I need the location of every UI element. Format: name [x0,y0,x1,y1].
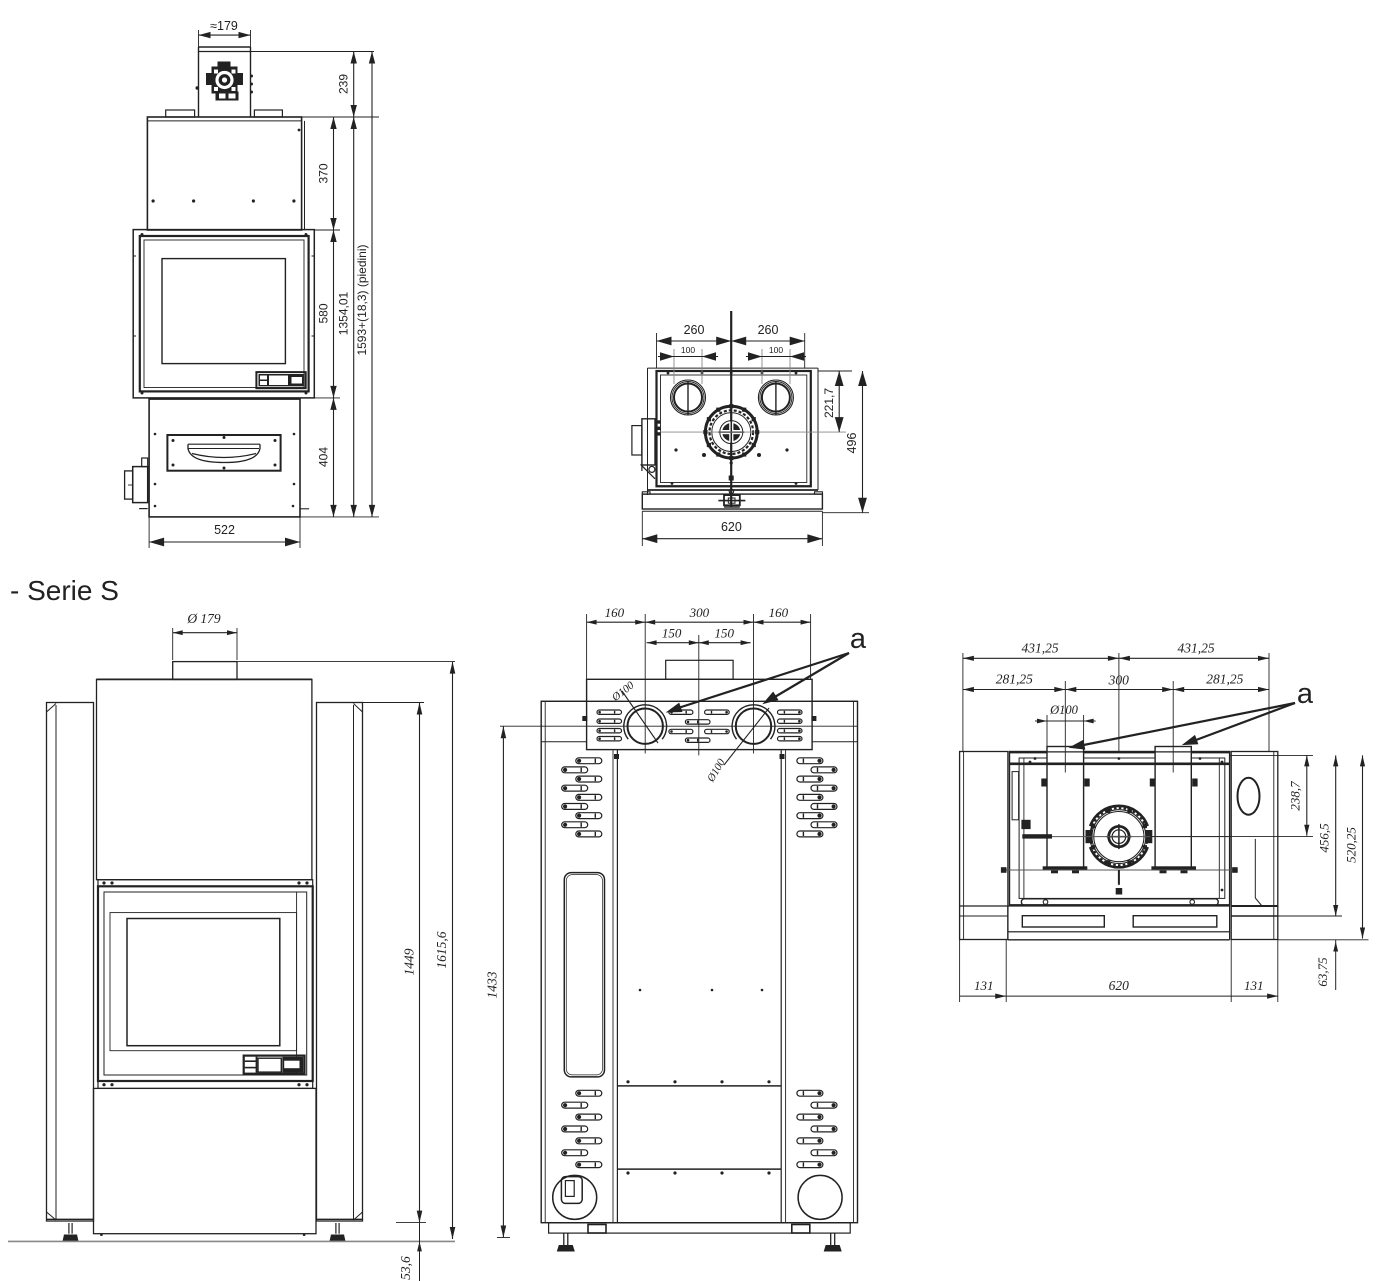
svg-text:496: 496 [845,433,859,454]
svg-text:281,25: 281,25 [996,672,1033,687]
svg-text:281,25: 281,25 [1206,672,1243,687]
svg-text:Ø 179: Ø 179 [186,611,221,626]
svg-text:260: 260 [684,323,705,337]
svg-text:≈179: ≈179 [210,19,238,33]
svg-text:522: 522 [214,523,235,537]
svg-text:150: 150 [715,625,735,640]
svg-text:456,5: 456,5 [1317,823,1332,853]
svg-text:221,7: 221,7 [822,388,836,418]
svg-text:260: 260 [758,323,779,337]
svg-text:150: 150 [662,625,682,640]
svg-text:300: 300 [1108,673,1130,688]
svg-text:100: 100 [681,345,695,355]
svg-text:Ø100: Ø100 [1049,703,1079,717]
svg-text:580: 580 [317,303,331,323]
svg-text:53,6: 53,6 [398,1256,413,1280]
svg-text:1615,6: 1615,6 [434,931,449,968]
svg-text:160: 160 [605,605,625,620]
svg-text:239: 239 [337,74,351,94]
svg-text:a: a [1297,678,1314,710]
svg-text:520,25: 520,25 [1344,827,1359,863]
svg-text:238,7: 238,7 [1288,781,1303,811]
svg-text:100: 100 [769,345,783,355]
svg-text:160: 160 [769,605,789,620]
svg-text:131: 131 [1244,978,1264,993]
svg-text:63,75: 63,75 [1315,957,1330,987]
svg-text:620: 620 [721,520,742,534]
svg-text:a: a [850,623,867,655]
svg-text:1433: 1433 [485,971,500,998]
svg-text:1354,01: 1354,01 [337,291,351,335]
svg-text:1593+(18,3) (piedini): 1593+(18,3) (piedini) [355,244,369,355]
svg-text:370: 370 [317,163,331,183]
svg-text:431,25: 431,25 [1177,641,1214,656]
svg-text:- Serie S: - Serie S [10,575,119,606]
svg-text:620: 620 [1109,978,1130,993]
svg-text:1449: 1449 [402,948,417,975]
svg-text:404: 404 [317,447,331,467]
svg-text:131: 131 [974,978,994,993]
svg-text:431,25: 431,25 [1021,641,1058,656]
svg-text:300: 300 [689,605,710,620]
